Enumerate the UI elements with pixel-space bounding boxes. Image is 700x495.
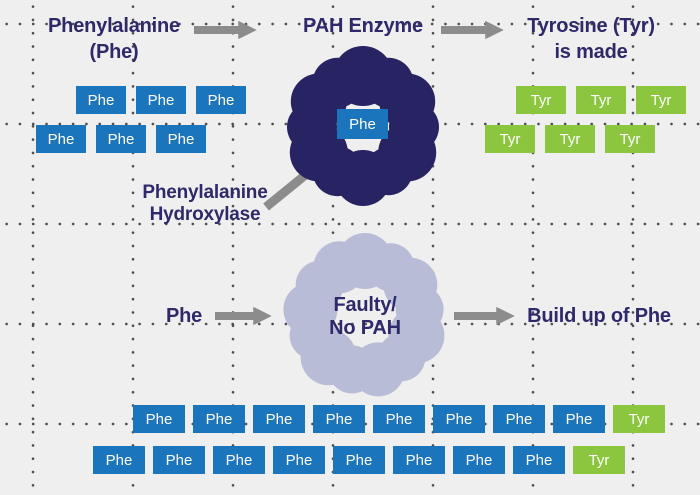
faulty-input-label: Phe	[165, 305, 203, 327]
tyr-molecule: Tyr	[605, 125, 655, 153]
tyr-group-row-2: Tyr Tyr Tyr	[485, 125, 655, 153]
phe-molecule: Phe	[513, 446, 565, 474]
source-heading: Phenylalanine (Phe)	[34, 13, 194, 65]
enzyme-heading: PAH Enzyme	[303, 15, 423, 37]
phe-molecule: Phe	[453, 446, 505, 474]
phe-molecule: Phe	[133, 405, 185, 433]
phe-molecule: Phe	[393, 446, 445, 474]
phe-molecule: Phe	[213, 446, 265, 474]
phe-molecule: Phe	[36, 125, 86, 153]
phe-group-row-1: Phe Phe Phe	[76, 86, 246, 114]
phe-molecule: Phe	[193, 405, 245, 433]
tyr-molecule: Tyr	[573, 446, 625, 474]
enzyme-annotation: Phenylalanine Hydroxylase	[125, 182, 285, 226]
product-heading-line1: Tyrosine (Tyr)	[527, 15, 655, 37]
phe-molecule: Phe	[333, 446, 385, 474]
phe-molecule: Phe	[196, 86, 246, 114]
tyr-molecule: Tyr	[516, 86, 566, 114]
phe-molecule: Phe	[76, 86, 126, 114]
faulty-ring-label-line2: No PAH	[329, 317, 401, 339]
buildup-row-1: Phe Phe Phe Phe Phe Phe Phe Phe Tyr	[133, 405, 665, 433]
tyr-molecule: Tyr	[485, 125, 535, 153]
phe-molecule: Phe	[96, 125, 146, 153]
faulty-ring-label: Faulty/ No PAH	[305, 294, 425, 340]
phe-molecule: Phe	[93, 446, 145, 474]
phe-molecule: Phe	[156, 125, 206, 153]
phe-molecule: Phe	[313, 405, 365, 433]
source-heading-line1: Phenylalanine	[48, 15, 180, 37]
enzyme-annotation-line2: Hydroxylase	[149, 204, 261, 225]
faulty-ring-label-line1: Faulty/	[333, 294, 397, 316]
product-heading: Tyrosine (Tyr) is made	[511, 13, 671, 65]
tyr-molecule: Tyr	[636, 86, 686, 114]
faulty-pah-ring	[283, 233, 445, 397]
phe-molecule: Phe	[253, 405, 305, 433]
enzyme-annotation-line1: Phenylalanine	[142, 182, 268, 203]
tyr-group-row-1: Tyr Tyr Tyr	[516, 86, 686, 114]
source-heading-line2: (Phe)	[89, 41, 139, 63]
phe-molecule: Phe	[373, 405, 425, 433]
faulty-output-label: Build up of Phe	[527, 305, 671, 327]
product-heading-line2: is made	[554, 41, 628, 63]
phe-molecule: Phe	[136, 86, 186, 114]
buildup-row-2: Phe Phe Phe Phe Phe Phe Phe Phe Tyr	[93, 446, 625, 474]
pah-enzyme-ring	[287, 46, 439, 206]
phe-molecule: Phe	[433, 405, 485, 433]
phe-molecule: Phe	[153, 446, 205, 474]
tyr-molecule: Tyr	[576, 86, 626, 114]
tyr-molecule: Tyr	[545, 125, 595, 153]
phe-molecule: Phe	[273, 446, 325, 474]
substrate-in-enzyme-box: Phe	[337, 109, 388, 139]
phe-group-row-2: Phe Phe Phe	[36, 125, 206, 153]
tyr-molecule: Tyr	[613, 405, 665, 433]
phe-molecule: Phe	[553, 405, 605, 433]
phe-molecule: Phe	[493, 405, 545, 433]
